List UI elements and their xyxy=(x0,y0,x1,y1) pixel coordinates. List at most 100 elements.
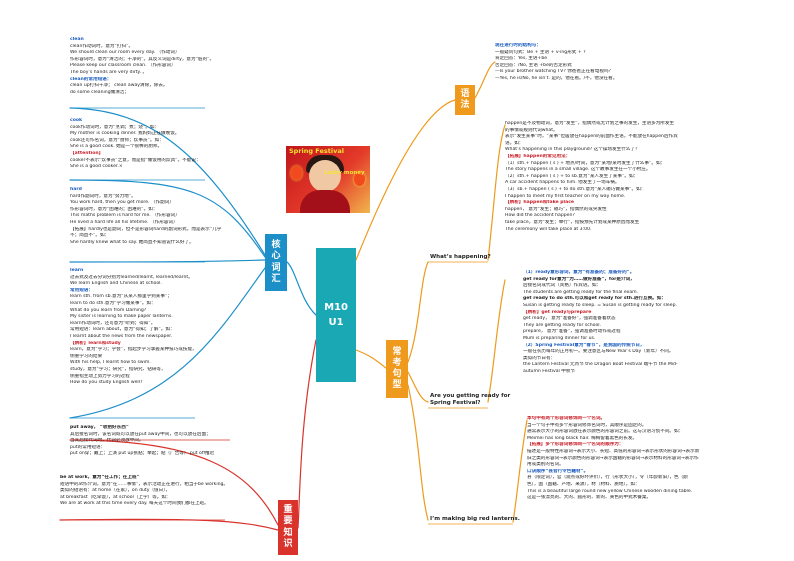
central-line-2: U1 xyxy=(328,317,344,328)
note-line: do some cleaning做清洁； xyxy=(70,89,129,95)
note-line: take place，意为“发生；举行”，指按预先计划或某种原因而发生 xyxy=(505,219,640,225)
note-line: cook作动词时，意为“烹调；煮；烧”。如： xyxy=(70,124,160,130)
connector-vocab-cook xyxy=(69,179,266,258)
connector-center-grammar xyxy=(355,99,456,261)
note-line: —Yes, he is/No, he isn’t. 是的，他在看。/不，他没在看… xyxy=(495,75,618,81)
note-line: 类似的节日有： xyxy=(523,355,556,361)
connector-ready-box xyxy=(487,279,506,403)
vocab-tag-char-2: 心 xyxy=(271,251,281,262)
connector-happening-box xyxy=(487,124,506,261)
note-line: （2）sth.+ happen ( s ) + to sb.意为“某人发生了某事… xyxy=(505,173,639,179)
note-line: 常用短语：learn about，意为“得知；了解”。如： xyxy=(70,327,175,333)
note-line: 现在进行时的结构与： xyxy=(495,43,541,48)
sentences-tag-char-4: 型 xyxy=(392,380,402,391)
connector-grammar-box xyxy=(474,61,496,99)
sentences-tag[interactable]: 常考句型 xyxy=(386,340,408,398)
note-line: The ceremony will take place at 3:00. xyxy=(505,226,592,232)
vocab-tag[interactable]: 核心词汇 xyxy=(265,234,287,291)
note-line: at breakfast（吃早饭），at school（上学）等。如： xyxy=(60,494,171,500)
note-line: Susan is getting ready to sleep. = Susan… xyxy=(523,302,677,308)
branch-getting-ready[interactable]: Are you getting ready for xyxy=(430,393,511,399)
note-line: （1）ready意形容词，意为“有准备的；准备好的”。 xyxy=(523,270,635,275)
connector-center-sentences xyxy=(355,349,387,369)
note-line: 【attention】 xyxy=(70,150,104,156)
note-line: prepare， 意为“准备”，强调准备时动作或过程 xyxy=(523,329,621,335)
note-line: 描述是一般特性形容词→表示大小、长短、高低的形容词→表示形状的形容词→表示新 xyxy=(527,448,700,454)
note-line: She is a good cook. 她是一个很棒的厨师。 xyxy=(70,144,163,150)
note-line: 否定回答：/No, 主语 +be的否定形式 xyxy=(495,62,572,68)
note-line: cooker不表示“炊事员”之意，而是指“做饭用的炊具”。不能说： xyxy=(70,157,201,163)
note-line: He lived a hard life all his lifetime. （… xyxy=(70,219,178,225)
note-line: This maths problem is hard for me. （作形容词… xyxy=(70,213,180,219)
note-line: 作形容词时，意为“清洁的；干净的”。其反义词是dirty，意为“脏的”。 xyxy=(70,56,215,62)
sentences-tag-char-1: 常 xyxy=(392,346,402,357)
grammar-tag-char-2: 法 xyxy=(460,100,470,110)
note-line: hard作副词时，意为“努力地”。 xyxy=(70,193,136,199)
grammar-tag-char-1: 语 xyxy=(460,88,470,99)
central-line-1: M10 xyxy=(324,302,348,313)
note-line: 后接名词或代词（宾格）作宾语。如： xyxy=(523,283,602,289)
note-line: clean的常用短语： xyxy=(70,76,112,82)
note-line: 口诀顺序“县官行令色籍材”。 xyxy=(527,468,589,474)
branch-whats-happening[interactable]: What’s happening? xyxy=(430,254,491,260)
note-line: How did the accident happen? xyxy=(505,213,575,219)
grammar-tag[interactable]: 语法 xyxy=(455,85,475,115)
note-line: This is a beautiful large round new yell… xyxy=(527,488,693,494)
connector-vocab-clean xyxy=(69,107,266,256)
note-line: The story happens in a small village. 这个… xyxy=(505,167,651,173)
vocab-tag-char-3: 词 xyxy=(271,262,281,273)
branch-making-lanterns[interactable]: I’m making big red lanterns. xyxy=(430,516,520,522)
note-line: 肯定回答：Yes, 主语+be xyxy=(495,56,548,62)
note-line: The students are getting ready for the f… xyxy=(523,289,639,295)
connector-sentences-happening xyxy=(407,261,429,363)
note-line: The boy’s hands are very dirty. 。 xyxy=(70,69,148,75)
note-line: My mother is cooking dinner. 我妈妈正在做晚饭。 xyxy=(70,131,180,137)
note-line: 语。如： xyxy=(505,140,524,146)
note-line: My sister is learning to make paper lant… xyxy=(70,314,173,320)
note-line: clean作动词时，意为“打扫”。 xyxy=(70,43,134,49)
note-line: What’s happening in this playground? 这个操… xyxy=(505,147,640,153)
note-line: 用或类别的名词。 xyxy=(527,462,564,468)
girl-body-shape xyxy=(300,190,350,213)
note-line: We learn English and Chinese at school. xyxy=(70,281,162,287)
note-line: cook还可作名词，意为“厨师；炊事员”。如： xyxy=(70,137,164,143)
note-line: Mum is preparing dinner for us. xyxy=(523,335,596,341)
note-line: get ready to do sth.可以和get ready for sth… xyxy=(523,296,666,302)
lantern-icon xyxy=(291,166,302,180)
sentences-tag-char-2: 考 xyxy=(392,357,402,368)
note-line: How do you study English well? xyxy=(70,380,143,386)
note-line: 这是一张漂亮的、大的、圆形的、新的、黄色的中式木餐桌。 xyxy=(527,495,652,501)
spring-festival-photo: Spring Festival Lucky money xyxy=(286,146,370,213)
connector-center-key xyxy=(297,339,317,529)
note-line: put on穿；戴上；上演 put up张贴；举起；贴（广告等） put off… xyxy=(70,451,215,457)
note-line: （3）sb.+ happen ( s ) + to do sth.意为“某人碰巧… xyxy=(505,186,646,192)
branch-getting-ready-2[interactable]: Spring Festival? xyxy=(430,400,481,406)
girl-face-shape xyxy=(309,160,341,192)
note-line: be at work，意为“在工作；在上班” xyxy=(60,475,140,480)
ready-note: （1）ready意形容词，意为“有准备的；准备好的”。get ready for… xyxy=(523,270,773,376)
key-tag-char-4: 识 xyxy=(283,538,293,549)
note-line: She hardly knew what to say. 她简直不知道说什么好了… xyxy=(70,239,194,245)
note-line: You work hard, then you get more. （作副词） xyxy=(70,200,174,206)
note-line: 其后接名词时，该名词既可以放在put away中间，也可以放在后面； xyxy=(70,431,211,437)
note-line: 旧之类的形容词→表示颜色的形容词→表示国籍的形容词→表示材料的形容词→表示作 xyxy=(527,455,699,461)
photo-money-text: Lucky money xyxy=(324,170,365,176)
note-line: We are at work at this time every day. 每… xyxy=(60,501,209,507)
connector-key-putaway xyxy=(69,439,279,526)
lantern-icon xyxy=(354,172,365,186)
note-line: A car accident happens to him. 他发生了一场车祸。 xyxy=(505,180,620,186)
note-line: 一般疑问句式：Be + 主语 + v-ing形式 + ? xyxy=(495,49,586,55)
note-line: put的常用短语： xyxy=(70,444,106,450)
note-line: get ready， 意为“准备好”，强调准备着状态 xyxy=(523,316,616,322)
key-knowledge-tag[interactable]: 重要知识 xyxy=(278,500,298,555)
note-line: Meimei has long black hair. 梅梅留着黑色的长发。 xyxy=(527,435,638,441)
note-line: 作形容词时，意为“困难的；困难的”。如： xyxy=(70,206,158,212)
note-line: learn，意为“学习；学会”，指起步学习掌握某种技巧或技能， xyxy=(70,347,197,353)
note-line: learn sth. from sb.意为“从某人那里学到某事”； xyxy=(70,294,172,300)
note-line: She is a good cooker.× xyxy=(70,164,123,170)
